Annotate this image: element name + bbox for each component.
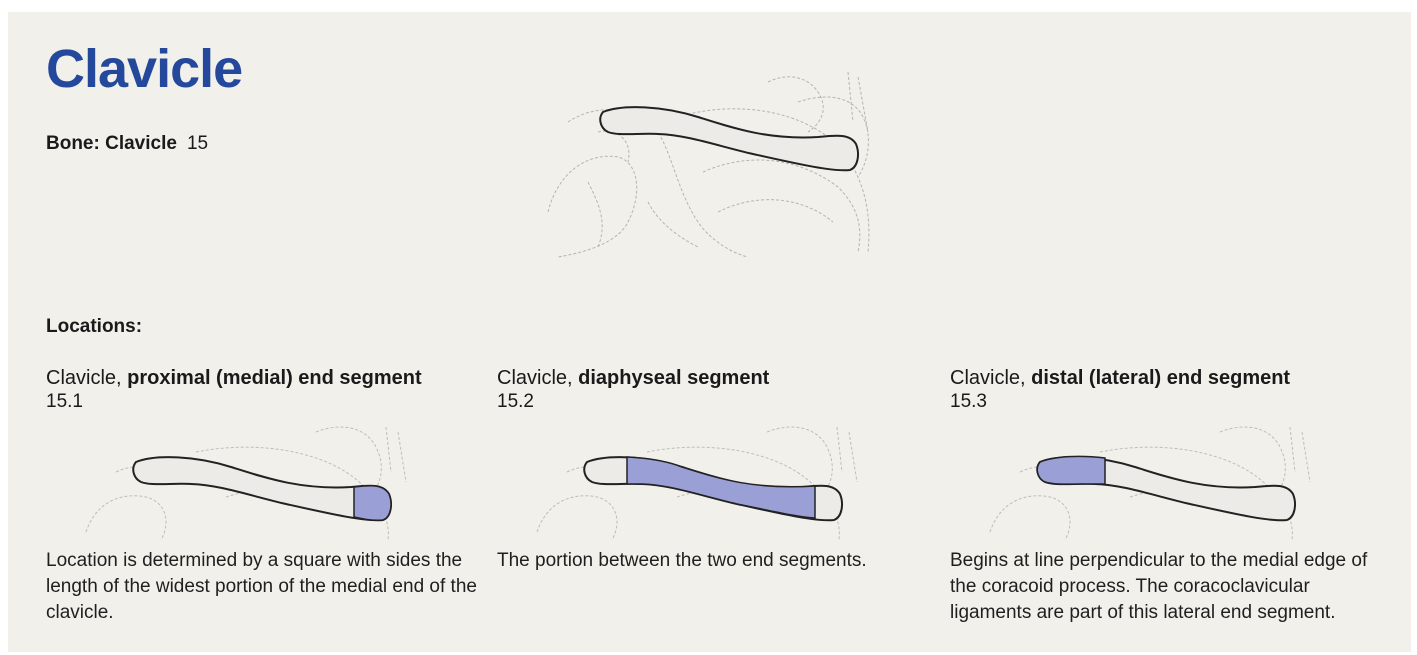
- locations-heading: Locations:: [46, 317, 142, 336]
- location-code: 15.1: [46, 390, 486, 414]
- location-code: 15.2: [497, 390, 937, 414]
- location-description: Location is determined by a square with …: [46, 548, 486, 626]
- location-diaphyseal: Clavicle, diaphyseal segment 15.2 The po…: [497, 366, 937, 414]
- bone-classification: Bone: Clavicle 15: [46, 134, 208, 153]
- location-name: Clavicle, proximal (medial) end segment: [46, 366, 486, 390]
- distal-highlight: [1037, 456, 1105, 484]
- location-segment: proximal (medial) end segment: [127, 367, 422, 389]
- distal-segment-illustration: [980, 422, 1340, 542]
- clavicle-overview-illustration: [528, 62, 888, 262]
- location-segment: distal (lateral) end segment: [1031, 367, 1290, 389]
- location-prefix: Clavicle,: [950, 367, 1031, 389]
- bone-label: Bone: Clavicle: [46, 133, 177, 154]
- bone-code: 15: [187, 133, 208, 154]
- location-prefix: Clavicle,: [46, 367, 127, 389]
- location-distal: Clavicle, distal (lateral) end segment 1…: [950, 366, 1390, 414]
- proximal-segment-illustration: [76, 422, 436, 542]
- location-proximal: Clavicle, proximal (medial) end segment …: [46, 366, 486, 414]
- location-description: Begins at line perpendicular to the medi…: [950, 548, 1390, 626]
- clavicle-bone-shape: [600, 107, 858, 170]
- location-segment: diaphyseal segment: [578, 367, 769, 389]
- content-panel: Clavicle Bone: Clavicle 15 Locations: Cla…: [8, 12, 1411, 652]
- proximal-highlight: [354, 486, 391, 521]
- location-description: The portion between the two end segments…: [497, 548, 937, 574]
- location-name: Clavicle, diaphyseal segment: [497, 366, 937, 390]
- page-title: Clavicle: [46, 42, 242, 96]
- diaphyseal-segment-illustration: [527, 422, 887, 542]
- location-code: 15.3: [950, 390, 1390, 414]
- location-name: Clavicle, distal (lateral) end segment: [950, 366, 1390, 390]
- location-prefix: Clavicle,: [497, 367, 578, 389]
